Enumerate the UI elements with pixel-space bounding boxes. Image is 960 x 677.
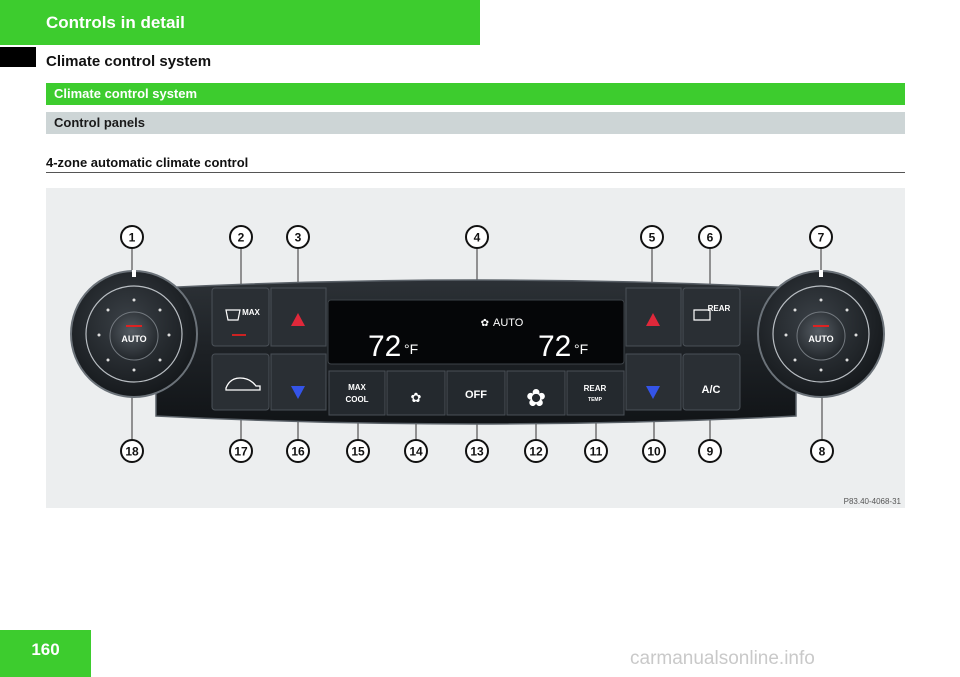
grey-subsection-bar: Control panels bbox=[46, 112, 905, 134]
max-cool-button[interactable] bbox=[328, 370, 386, 416]
ac-button[interactable] bbox=[682, 353, 741, 411]
left-temp-up-arrow bbox=[291, 313, 305, 326]
left-knob-marker bbox=[132, 270, 136, 277]
callout-circle bbox=[120, 439, 144, 463]
subheading: 4-zone automatic climate control bbox=[46, 155, 249, 170]
callout-number: 10 bbox=[647, 445, 661, 459]
off-button[interactable] bbox=[446, 370, 506, 416]
callout-circle bbox=[640, 225, 664, 249]
right-auto-indicator bbox=[813, 325, 829, 327]
right-knob-dots bbox=[784, 298, 858, 372]
callout-circle bbox=[642, 439, 666, 463]
temperature-display bbox=[327, 299, 625, 365]
right-temp-up-arrow bbox=[646, 313, 660, 326]
callout-number: 14 bbox=[409, 445, 423, 459]
display-fan-icon: ✿ bbox=[481, 318, 489, 329]
left-temp-unit: °F bbox=[404, 341, 418, 357]
left-temperature: 72 bbox=[368, 330, 401, 363]
right-temp-unit: °F bbox=[574, 341, 588, 357]
climate-control-figure: MAX REAR A/C ✿ AUTO 72 °F 72 °F MAX COOL bbox=[46, 188, 905, 508]
right-knob-marker bbox=[819, 270, 823, 277]
left-red-indicator bbox=[232, 334, 246, 336]
callout-number: 5 bbox=[649, 231, 656, 245]
callout-number: 12 bbox=[529, 445, 543, 459]
callout-number: 7 bbox=[818, 231, 825, 245]
fan-large-icon: ✿ bbox=[526, 385, 546, 412]
callout-number: 3 bbox=[295, 231, 302, 245]
callout-circle bbox=[229, 225, 253, 249]
fan-up-button[interactable] bbox=[506, 370, 566, 416]
callout-circle bbox=[524, 439, 548, 463]
callout-number: 11 bbox=[590, 445, 603, 459]
callout-circle bbox=[286, 225, 310, 249]
display-mode: AUTO bbox=[493, 317, 524, 329]
rear-defrost-button[interactable] bbox=[682, 287, 741, 347]
fan-small-icon: ✿ bbox=[411, 390, 422, 405]
callout-number: 16 bbox=[291, 445, 305, 459]
section-title: Climate control system bbox=[46, 53, 212, 70]
callout-circle bbox=[465, 225, 489, 249]
page-number: 160 bbox=[0, 630, 91, 677]
right-temp-down-button[interactable] bbox=[625, 353, 682, 411]
chapter-header: Controls in detail bbox=[0, 0, 480, 45]
left-auto-indicator bbox=[126, 325, 142, 327]
callout-number: 13 bbox=[470, 445, 484, 459]
right-temp-down-arrow bbox=[646, 386, 660, 399]
right-auto-label: AUTO bbox=[808, 334, 833, 344]
max-cool-label-2: COOL bbox=[345, 395, 368, 404]
right-temperature: 72 bbox=[538, 330, 571, 363]
max-cool-label-1: MAX bbox=[348, 383, 366, 392]
left-knob-ring bbox=[85, 285, 183, 383]
callout-number: 6 bbox=[707, 231, 714, 245]
callout-circle bbox=[584, 439, 608, 463]
watermark: carmanualsonline.info bbox=[630, 648, 815, 669]
callout-circle bbox=[465, 439, 489, 463]
callout-circle bbox=[286, 439, 310, 463]
left-auto-button[interactable] bbox=[109, 311, 159, 361]
right-knob-ring bbox=[772, 285, 870, 383]
callout-circle bbox=[698, 439, 722, 463]
callout-number: 18 bbox=[125, 445, 139, 459]
callout-circle bbox=[698, 225, 722, 249]
left-temp-down-button[interactable] bbox=[270, 353, 327, 411]
defrost-label: MAX bbox=[242, 308, 260, 317]
rear-temp-button[interactable] bbox=[566, 370, 625, 416]
callout-circle bbox=[809, 225, 833, 249]
divider bbox=[46, 172, 905, 173]
callout-number: 1 bbox=[129, 231, 136, 245]
fan-down-button[interactable] bbox=[386, 370, 446, 416]
callout-circle bbox=[229, 439, 253, 463]
callout-circle bbox=[810, 439, 834, 463]
rear-defrost-label: REAR bbox=[708, 304, 731, 313]
callout-number: 2 bbox=[238, 231, 245, 245]
rear-temp-label-2: TEMP bbox=[588, 397, 603, 403]
rear-temp-label-1: REAR bbox=[584, 384, 607, 393]
green-section-bar: Climate control system bbox=[46, 83, 905, 105]
left-temp-down-arrow bbox=[291, 386, 305, 399]
rear-window-defrost-icon bbox=[693, 309, 711, 321]
callout-circle bbox=[346, 439, 370, 463]
defrost-button[interactable] bbox=[211, 287, 270, 347]
callout-circle bbox=[120, 225, 144, 249]
left-auto-label: AUTO bbox=[121, 334, 146, 344]
callout-number: 4 bbox=[474, 231, 481, 245]
recirculation-car-icon bbox=[225, 377, 261, 391]
callout-number: 9 bbox=[707, 445, 714, 459]
right-auto-button[interactable] bbox=[796, 311, 846, 361]
recirculation-button[interactable] bbox=[211, 353, 270, 411]
left-knob-dots bbox=[97, 298, 171, 372]
callout-number: 17 bbox=[234, 445, 248, 459]
figure-reference: P83.40-4068-31 bbox=[843, 497, 901, 506]
callout-number: 8 bbox=[819, 445, 826, 459]
climate-panel-illustration: MAX REAR A/C ✿ AUTO 72 °F 72 °F MAX COOL bbox=[70, 225, 885, 463]
ac-label: A/C bbox=[702, 384, 721, 396]
page-marker bbox=[0, 47, 36, 67]
windshield-defrost-icon bbox=[225, 309, 241, 321]
callout-circle bbox=[404, 439, 428, 463]
callout-number: 15 bbox=[351, 445, 365, 459]
off-label: OFF bbox=[465, 389, 487, 401]
